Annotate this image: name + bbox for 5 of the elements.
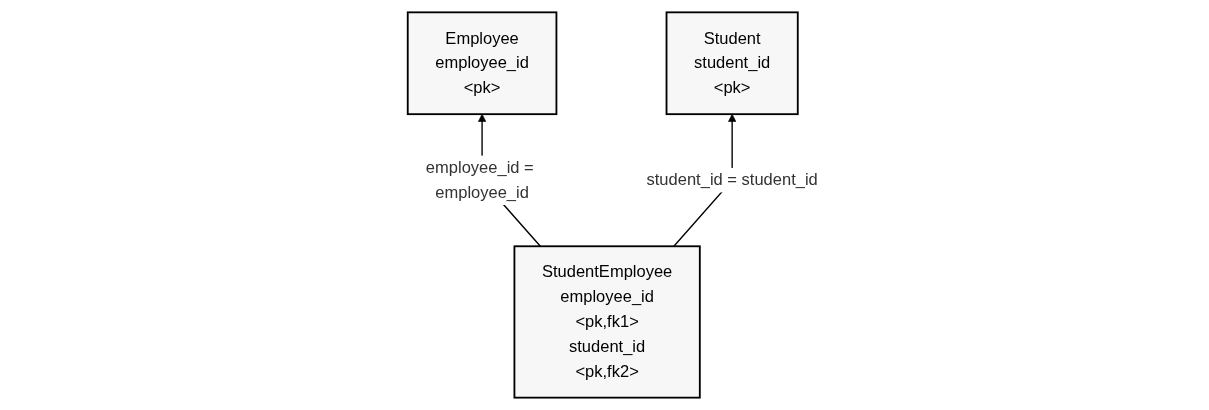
node-box: StudentEmployee employee_id <pk,fk1> student_id <pk,fk2> bbox=[513, 245, 702, 399]
node-box: Employee employee_id <pk> bbox=[407, 11, 558, 116]
edge-label: employee_id = employee_id bbox=[426, 158, 535, 202]
node-box: Student student_id <pk> bbox=[666, 11, 800, 116]
edge-label: student_id = student_id bbox=[646, 170, 819, 189]
